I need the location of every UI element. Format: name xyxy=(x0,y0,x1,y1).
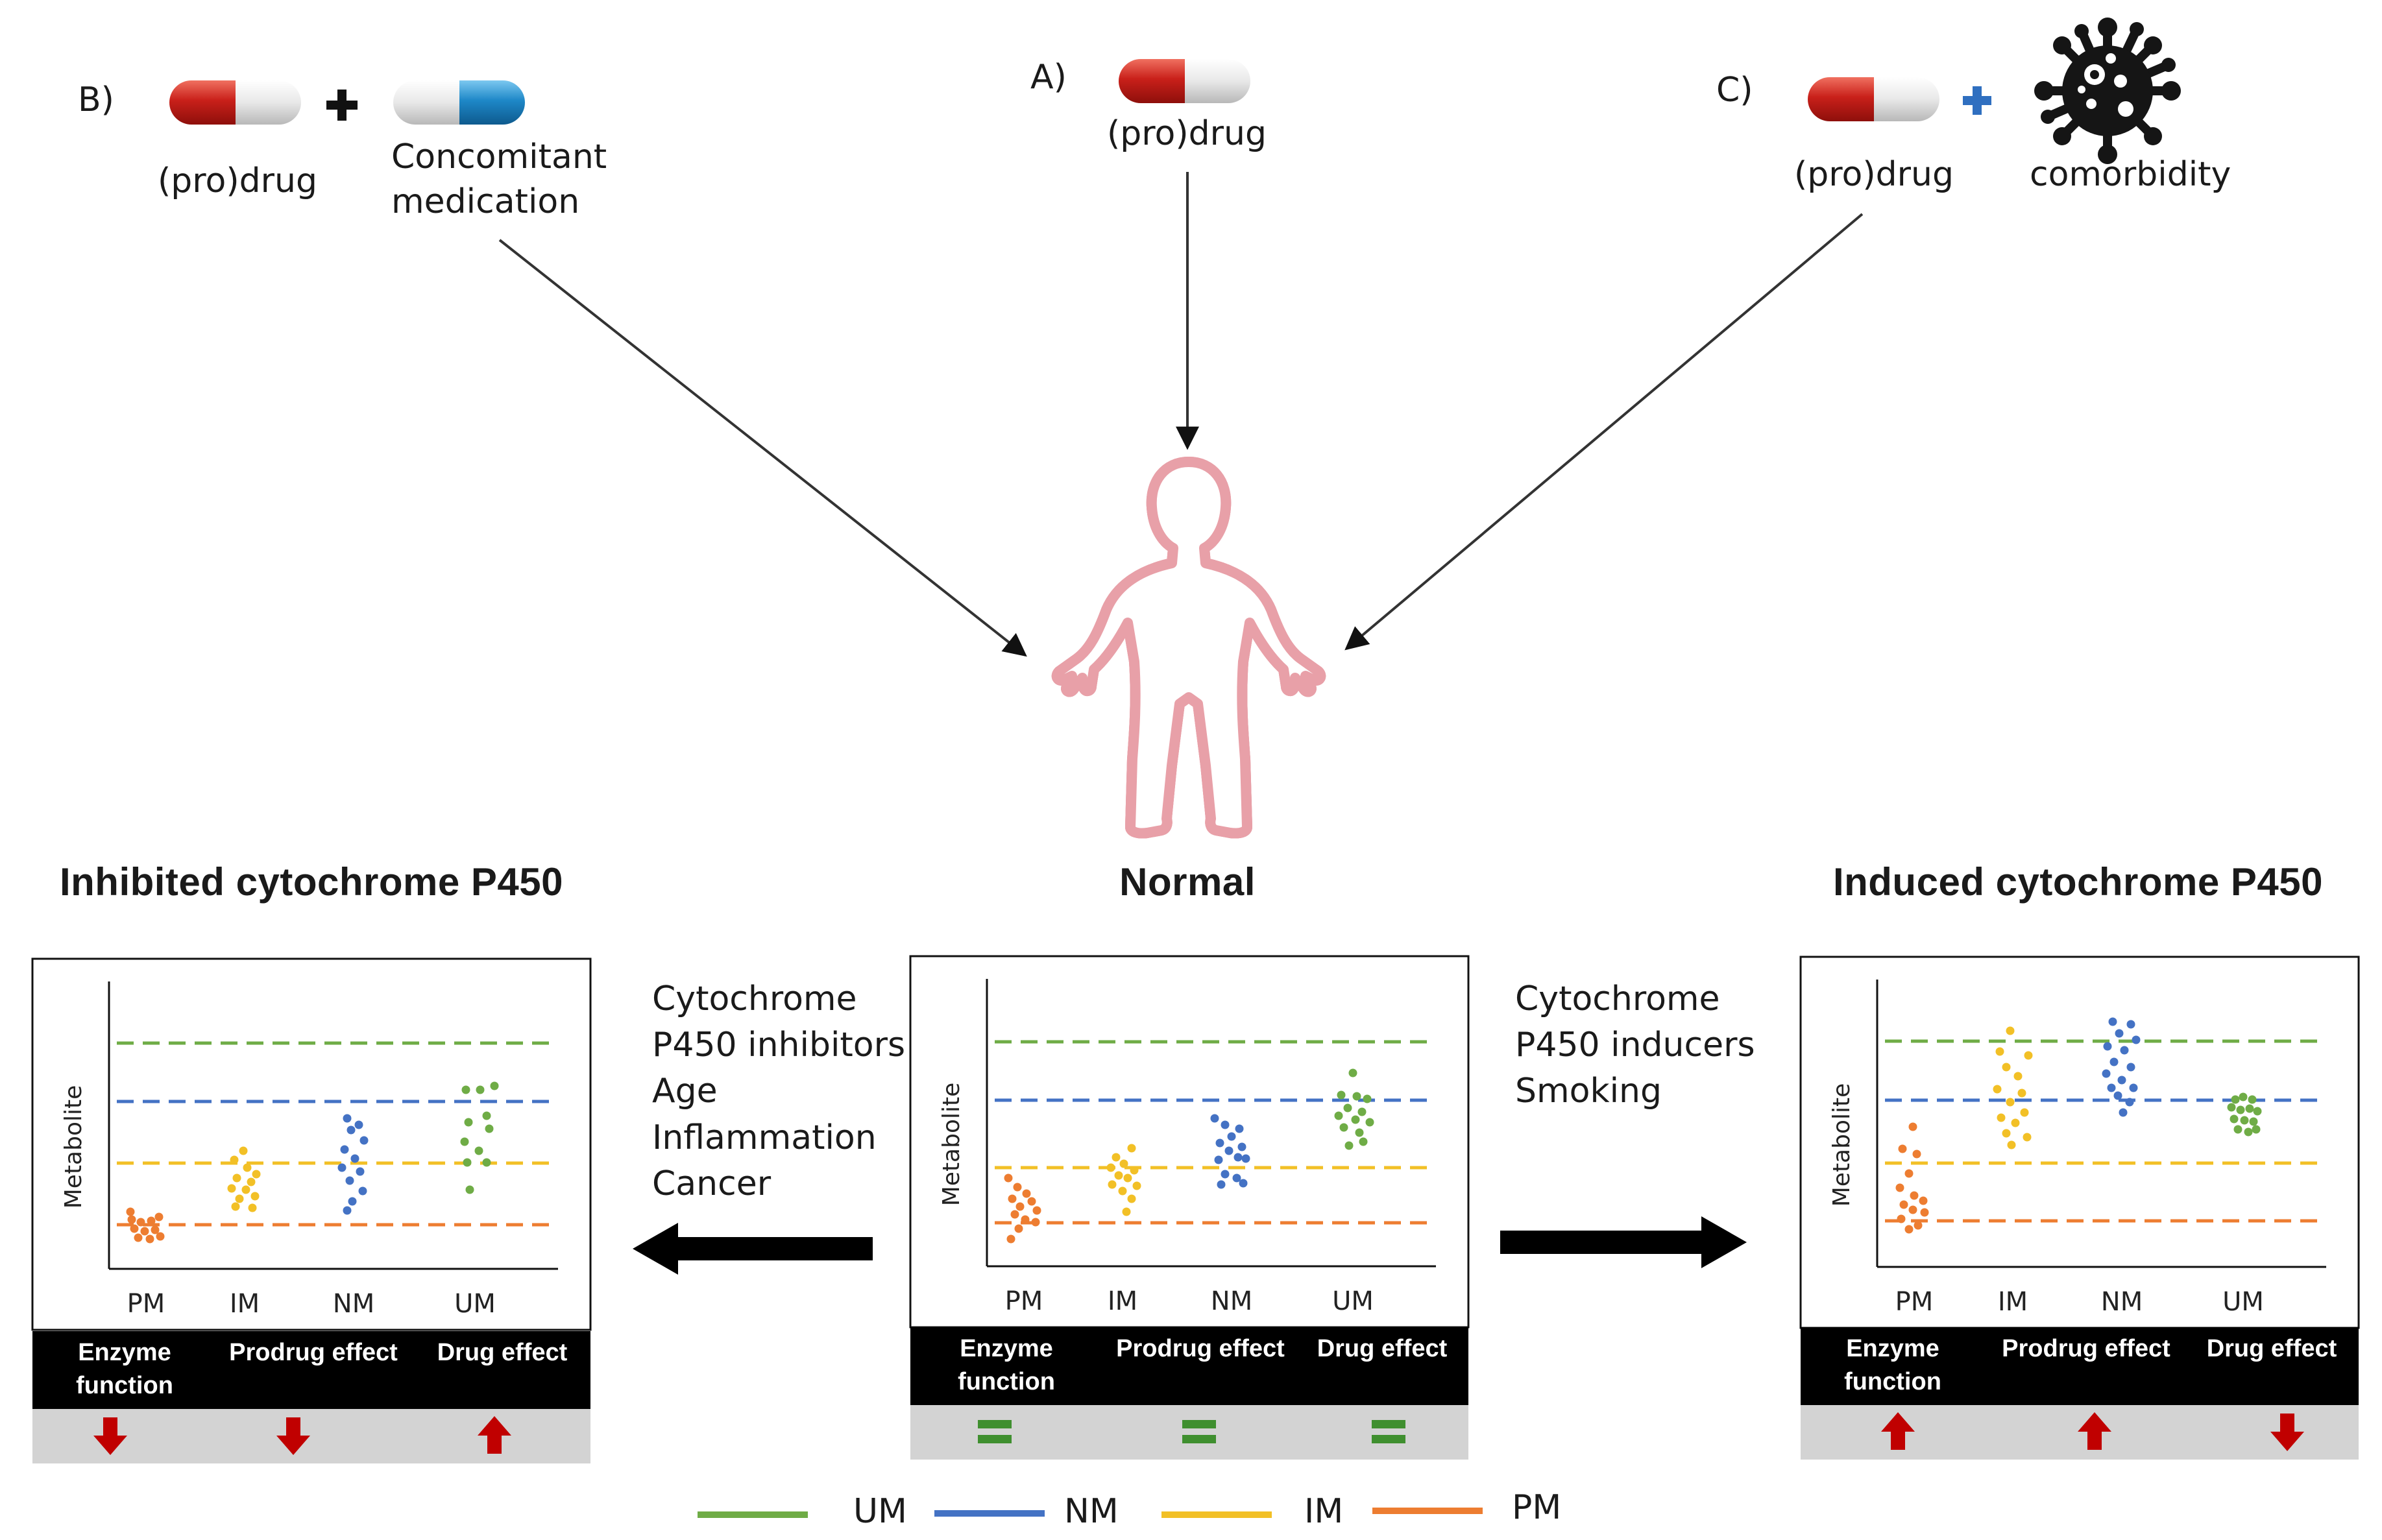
factor-item: Cytochrome xyxy=(1515,980,1720,1018)
legend-line-nm xyxy=(934,1510,1045,1517)
virus-icon xyxy=(2034,18,2181,164)
inducer-factors-list: Cytochrome P450 inducers Smoking xyxy=(1515,976,1755,1115)
factor-item: Cytochrome xyxy=(652,980,857,1018)
capsule-icon xyxy=(169,80,301,125)
concomitant-medication-label: Concomitant medication xyxy=(391,138,607,221)
inhibitor-factors-list: Cytochrome P450 inhibitors Age Inflammat… xyxy=(652,976,905,1207)
prodrug-effect-label: Prodrug effect xyxy=(229,1339,398,1366)
status-strip-induced xyxy=(1801,1405,2359,1460)
drug-effect-label: Drug effect xyxy=(1317,1335,1448,1362)
panel-title-normal: Normal xyxy=(1119,860,1256,904)
legend-line-um xyxy=(698,1511,808,1518)
prodrug-label-b: (pro)drug xyxy=(158,162,317,200)
plus-blue-icon xyxy=(1963,86,1991,115)
comorbidity-label: comorbidity xyxy=(2030,155,2231,194)
factor-item: P450 inhibitors xyxy=(652,1026,906,1065)
scenario-b-letter: B) xyxy=(78,80,114,119)
human-figure-icon xyxy=(1057,457,1321,834)
prodrug-label-a: (pro)drug xyxy=(1107,114,1267,153)
arrow-c-to-human xyxy=(1344,213,1864,651)
drug-effect-label: Drug effect xyxy=(437,1339,568,1366)
legend-line-im xyxy=(1161,1511,1272,1518)
legend-label-pm: PM xyxy=(1512,1488,1562,1527)
scenario-c-letter: C) xyxy=(1716,71,1753,110)
enzyme-function-label: Enzyme function xyxy=(1844,1335,1941,1396)
legend: UM NM IM PM xyxy=(698,1488,1606,1537)
panel-title-inhibited: Inhibited cytochrome P450 xyxy=(59,860,564,904)
legend-label-um: UM xyxy=(853,1492,907,1531)
factor-item: Smoking xyxy=(1515,1072,1662,1111)
arrow-right-big-icon xyxy=(1500,1216,1747,1268)
prodrug-effect-label: Prodrug effect xyxy=(2002,1335,2170,1362)
legend-label-nm: NM xyxy=(1064,1492,1119,1531)
factor-item: Cancer xyxy=(652,1164,772,1203)
status-bar-normal: Enzyme function Prodrug effect Drug effe… xyxy=(910,1327,1468,1405)
factor-item: Age xyxy=(652,1072,718,1111)
legend-label-im: IM xyxy=(1304,1492,1344,1531)
status-strip-inhibited xyxy=(32,1409,590,1463)
arrow-left-big-icon xyxy=(633,1223,873,1275)
status-bar-induced: Enzyme function Prodrug effect Drug effe… xyxy=(1801,1327,2359,1405)
capsule-icon xyxy=(1119,59,1250,103)
status-strip-normal xyxy=(910,1405,1468,1460)
capsule-blue-icon xyxy=(393,80,525,125)
legend-line-pm xyxy=(1372,1508,1483,1514)
enzyme-function-label: Enzyme function xyxy=(958,1335,1055,1396)
panel-title-induced: Induced cytochrome P450 xyxy=(1832,860,2324,904)
capsule-icon xyxy=(1808,77,1939,121)
factor-item: P450 inducers xyxy=(1515,1026,1755,1065)
prodrug-label-c: (pro)drug xyxy=(1794,155,1954,194)
drug-effect-label: Drug effect xyxy=(2206,1335,2337,1362)
enzyme-function-label: Enzyme function xyxy=(76,1339,173,1400)
factor-item: Inflammation xyxy=(652,1118,877,1157)
plus-icon xyxy=(326,90,358,121)
scenario-a-letter: A) xyxy=(1030,58,1067,97)
prodrug-effect-label: Prodrug effect xyxy=(1116,1335,1285,1362)
arrow-b-to-human xyxy=(498,239,1027,657)
status-bar-inhibited: Enzyme function Prodrug effect Drug effe… xyxy=(32,1331,590,1409)
